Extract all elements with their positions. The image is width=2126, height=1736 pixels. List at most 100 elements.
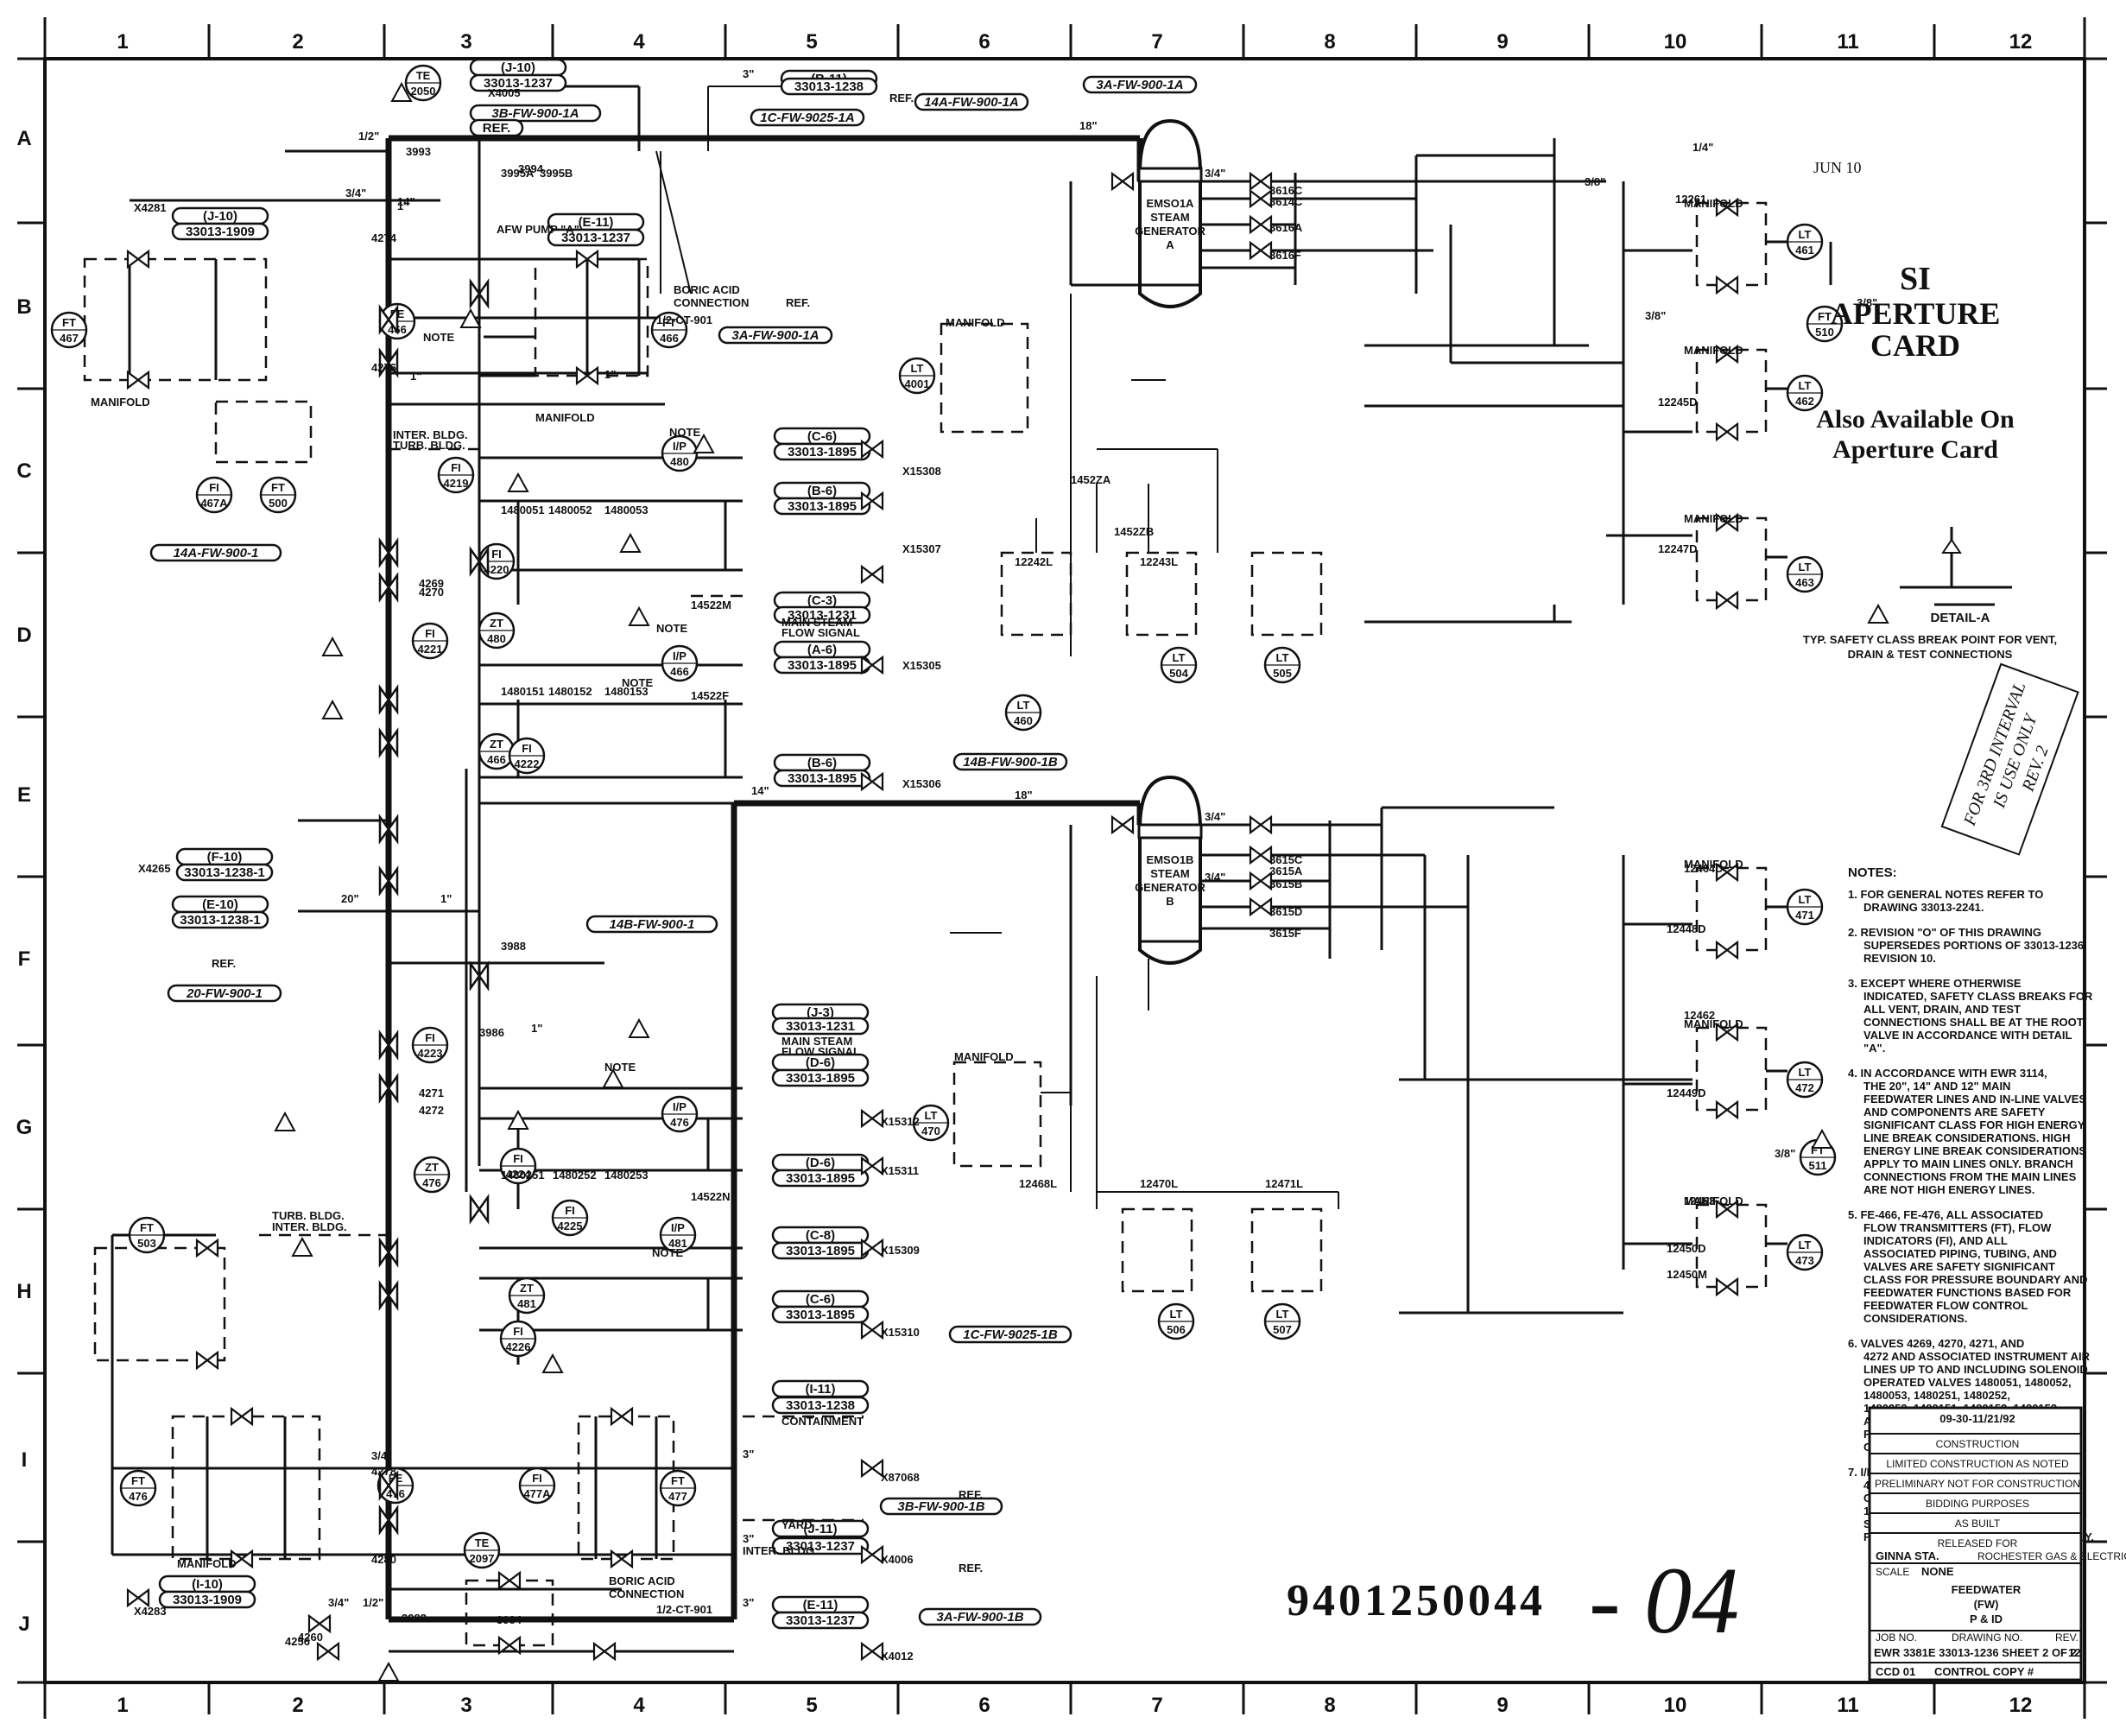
line-pill-text: 33013-1895 [786,1171,855,1186]
line-pill-text: 14A-FW-900-1A [924,95,1018,110]
line-pill-text: (E-11) [579,215,614,230]
gate-valve-icon [378,727,399,758]
pipe-size-label: 3" [743,67,754,80]
line-pill: 3A-FW-900-1A [1082,75,1198,94]
instrument-type: TE [416,69,431,82]
instrument-type: FT [62,316,76,329]
grid-row-C: C [16,459,31,483]
instrument-number: 471 [1795,909,1814,922]
label-manifold: MANIFOLD [91,396,150,409]
feedwater-loop-b [93,800,1787,1653]
valve-tag: 4276 [371,361,396,374]
line-pill-text: (E-11) [803,1598,838,1612]
instrument-number: 4224 [506,1168,532,1181]
line-pill-text: 14A-FW-900-1 [174,546,259,561]
doc-suffix: - 04 [1589,1548,1739,1653]
line-pill: (C-6) [771,1289,870,1308]
pipe-size-labels: 18"18"20"14"14"3/4"3/4"3/4"3/4"3/4"3/4"1… [328,67,1877,1609]
tb-rev: 12 [2068,1646,2080,1659]
gate-valve-icon [860,491,884,511]
line-pill-text: (C-6) [806,1292,835,1307]
valve-tag: 12261 [1675,193,1706,206]
line-pill-text: 33013-1895 [786,1244,855,1258]
instrument-type: FT [1818,310,1832,323]
label-manifold: MANIFOLD [535,411,595,424]
valve-tag: 12463 [1684,1194,1715,1207]
line-pill: 33013-1895 [771,1305,870,1324]
detail-a-caption2: DRAIN & TEST CONNECTIONS [1848,648,2013,661]
line-pill: (J-3) [771,1003,870,1022]
valve-tag: 4271 [419,1087,444,1099]
gate-valve-icon [1249,897,1273,917]
pipe-size-label: 3/4" [1205,167,1225,180]
instrument-number: 4225 [558,1220,583,1232]
instrument-type: I/P [673,1100,687,1113]
instrument-number: 511 [1809,1159,1827,1172]
gate-valve-icon [195,1238,219,1258]
sg-tag: EMSO1B [1147,853,1194,866]
line-pill-text: (C-6) [807,429,837,444]
grid-col-bottom-7: 7 [1151,1694,1162,1717]
tb-status-row: RELEASED FOR [1938,1537,2018,1549]
pipe-size-label: 3" [743,1448,754,1460]
line-pill: 33013-1237 [547,228,645,247]
line-pill: REF. [469,118,524,137]
label-manifold: MANIFOLD [1684,858,1743,871]
label-manifold: MANIFOLD [177,1557,237,1570]
gate-valve-icon [1249,171,1273,192]
instrument-type: LT [1799,228,1812,241]
line-pill: 14B-FW-900-1B [952,752,1068,771]
valve-tag: X15309 [881,1244,920,1257]
instrument-type: LT [925,1109,938,1122]
grid-row-B: B [16,295,31,319]
valve-tag: 3988 [501,940,526,953]
note-item: 4. IN ACCORDANCE WITH EWR 3114,THE 20", … [1848,1067,2086,1196]
valve-tag: X4006 [881,1553,914,1566]
gate-valve-icon [1715,512,1739,533]
valve-tag: 12243L [1140,555,1178,568]
valve-tag: X15311 [881,1164,919,1177]
gate-valve-icon [378,684,399,715]
label-connection: CONNECTION [609,1587,684,1600]
notes-header: NOTES: [1848,865,1897,880]
line-pill-text: (C-8) [806,1228,835,1243]
revision-triangle-icon [507,472,529,492]
grid-row-E: E [17,783,31,807]
tb-status-row: BIDDING PURPOSES [1926,1498,2029,1510]
label-main-steam: MAIN STEAM [781,1035,852,1048]
valve-tag: 12450M [1667,1268,1707,1281]
label-flow-signal: FLOW SIGNAL [781,1045,860,1058]
line-pill: 33013-1237 [771,1611,870,1630]
revision-triangle-icon [619,532,642,553]
grid-col-bottom-6: 6 [978,1694,990,1717]
aperture-line2: CARD [1870,328,1960,363]
instrument-number: 480 [487,632,506,645]
sg-line3: A [1166,238,1174,251]
sg-line2: GENERATOR [1135,881,1205,894]
instrument-number: 4001 [905,377,930,390]
valve-tag: 3993 [406,145,431,158]
gate-valve-icon [378,1073,399,1104]
valve-tag: 1480251 [501,1169,545,1182]
line-pill: 14A-FW-900-1A [914,92,1029,111]
instrument-type: FI [209,481,219,494]
pipe-size-label: 1" [440,892,452,905]
line-pill: 33013-1895 [773,497,871,516]
gate-valve-icon [1249,240,1273,261]
gate-valve-icon [1715,421,1739,442]
gate-valve-icon [1715,1022,1739,1042]
